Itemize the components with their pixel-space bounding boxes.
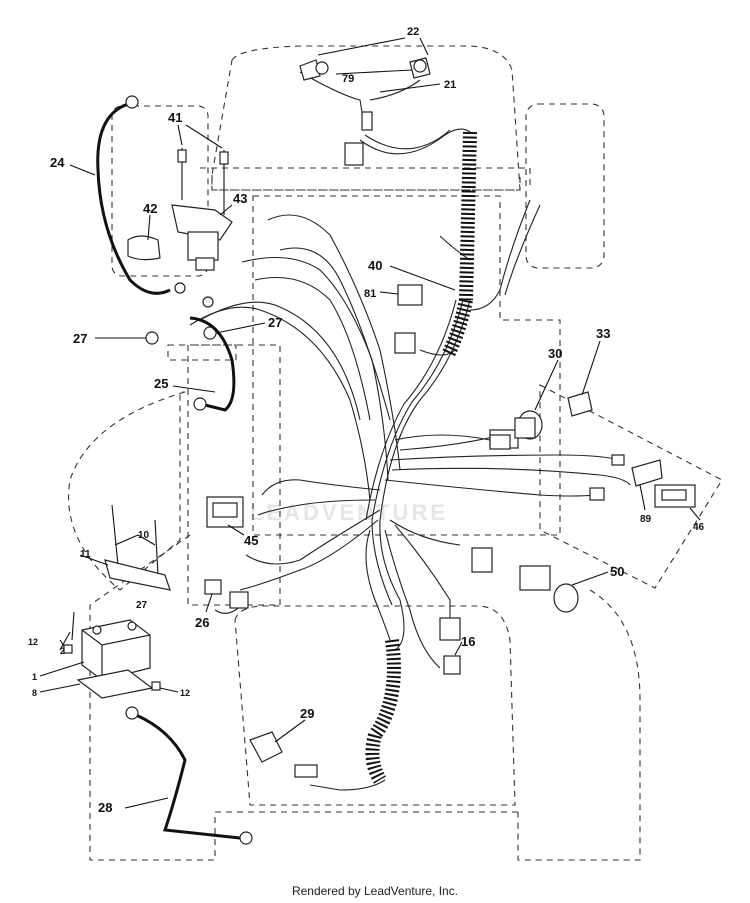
diagram-svg: LEADVENTURE <box>28 26 723 861</box>
ground-cable-25 <box>189 316 236 412</box>
callout-21: 21 <box>444 79 456 91</box>
callout-79: 79 <box>342 73 354 85</box>
callout-22: 22 <box>407 26 419 38</box>
callout-27-battery: 27 <box>136 600 148 611</box>
leader-lines <box>39 37 701 809</box>
fuse-holder <box>204 579 249 609</box>
callout-26: 26 <box>195 615 209 630</box>
battery-cable-24 <box>96 95 186 295</box>
callout-2: 2 <box>60 646 65 656</box>
wiring-harness <box>189 71 631 791</box>
connector-plug <box>471 434 625 573</box>
callout-33: 33 <box>596 326 610 341</box>
callout-89: 89 <box>640 514 652 525</box>
seat-switch <box>249 731 318 778</box>
callout-27-left: 27 <box>73 331 87 346</box>
callout-16: 16 <box>461 634 475 649</box>
connector-16 <box>439 617 461 675</box>
callout-1: 1 <box>32 672 37 682</box>
hour-meter <box>206 496 244 528</box>
callout-8: 8 <box>32 688 37 698</box>
callout-45: 45 <box>244 533 258 548</box>
callout-81: 81 <box>364 288 376 300</box>
solenoid <box>127 148 233 271</box>
callout-25: 25 <box>154 376 168 391</box>
washer <box>202 296 214 308</box>
callout-40: 40 <box>368 258 382 273</box>
callout-labels: 22 79 21 41 24 42 43 40 81 27 27 33 30 2… <box>28 26 705 815</box>
battery-tray <box>76 669 154 699</box>
callout-10: 10 <box>138 530 150 541</box>
battery <box>81 619 151 681</box>
headlight-assembly <box>299 57 431 166</box>
harness-coil-upper <box>441 131 477 359</box>
relay-81 <box>394 284 423 354</box>
render-credit: Rendered by LeadVenture, Inc. <box>291 884 459 898</box>
callout-27-right: 27 <box>268 315 282 330</box>
pto-switch <box>519 565 579 613</box>
connector-89 <box>631 459 663 487</box>
callout-11: 11 <box>80 549 91 560</box>
nut <box>63 644 73 654</box>
callout-42: 42 <box>143 201 157 216</box>
indicator-module-46 <box>654 484 696 508</box>
battery-cable-28 <box>125 706 253 845</box>
callout-41: 41 <box>168 110 182 125</box>
callout-24: 24 <box>50 155 65 170</box>
callout-29: 29 <box>300 706 314 721</box>
battery-holddown <box>104 504 171 591</box>
callout-46: 46 <box>693 522 705 533</box>
callout-43: 43 <box>233 191 247 206</box>
nut <box>151 681 161 691</box>
harness-coil-lower <box>365 639 401 784</box>
switch-33 <box>567 391 593 417</box>
washer <box>145 331 159 345</box>
callout-50: 50 <box>610 564 624 579</box>
callout-28: 28 <box>98 800 112 815</box>
watermark: LEADVENTURE <box>250 500 448 525</box>
callout-30: 30 <box>548 346 562 361</box>
callout-12-left: 12 <box>28 637 38 647</box>
callout-12-right: 12 <box>180 688 190 698</box>
chassis-outline <box>68 45 723 861</box>
battery-bolt <box>71 611 75 641</box>
